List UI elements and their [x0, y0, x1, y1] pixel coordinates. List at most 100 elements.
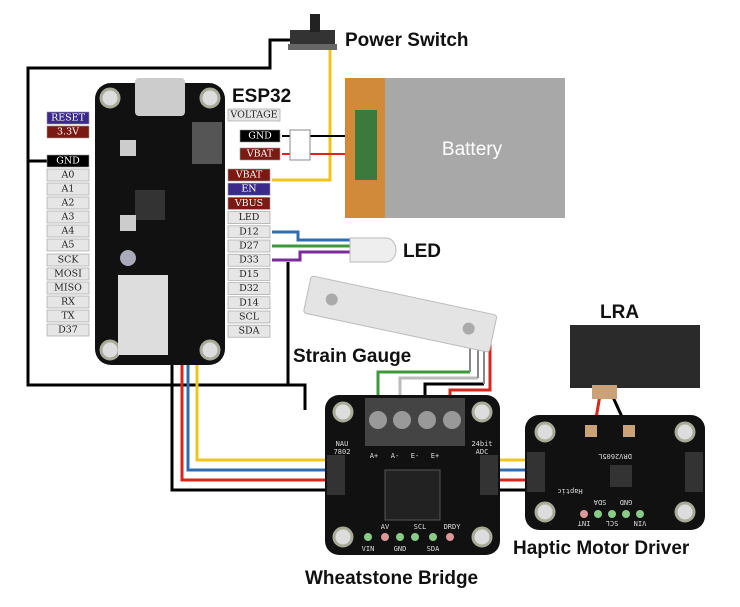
pin-label: D14 — [239, 297, 259, 308]
strain-gauge-label: Strain Gauge — [293, 346, 411, 367]
svg-text:A+: A+ — [370, 452, 378, 460]
svg-text:NAU: NAU — [336, 440, 349, 448]
pin-label: A5 — [61, 240, 75, 251]
pin-label: D15 — [239, 269, 259, 280]
pin-label: D32 — [239, 283, 259, 294]
svg-text:SDA: SDA — [593, 498, 606, 506]
pin-label: RX — [61, 297, 75, 308]
haptic-label: Haptic Motor Driver — [513, 538, 690, 559]
pin-label-box — [46, 196, 90, 210]
pin-label-box — [227, 182, 271, 196]
svg-text:DRV2605L: DRV2605L — [598, 452, 632, 460]
pin-label: A3 — [61, 212, 75, 223]
pin-label: A4 — [61, 226, 75, 237]
pin-label: LED — [239, 212, 260, 223]
pin-label: RESET — [51, 113, 86, 124]
svg-text:INT: INT — [577, 519, 590, 527]
svg-text:GND: GND — [620, 498, 633, 506]
pin-label-box — [46, 267, 90, 281]
svg-text:DRDY: DRDY — [444, 523, 462, 531]
pin-label: D27 — [239, 241, 259, 252]
pin-label-box — [46, 323, 90, 337]
wire-gauge-white — [398, 376, 478, 398]
pin-label-box — [46, 253, 90, 267]
wire-gauge-green — [376, 370, 470, 398]
pin-label: GND — [248, 131, 272, 142]
pin-label-box — [46, 281, 90, 295]
esp32-board — [95, 78, 225, 365]
svg-text:A-: A- — [391, 452, 399, 460]
pin-label: D33 — [239, 255, 259, 266]
pin-label: VOLTAGE — [229, 110, 277, 121]
pin-label-box — [46, 210, 90, 224]
esp32-label: ESP32 — [232, 86, 291, 107]
pin-label: SCK — [58, 255, 80, 266]
pin-label-box — [46, 238, 90, 252]
svg-text:VIN: VIN — [362, 545, 375, 553]
pin-label-box — [227, 197, 271, 210]
pin-label-box — [239, 129, 281, 143]
pin-label: A0 — [61, 170, 75, 181]
pin-label-box — [227, 253, 271, 267]
pin-label: A2 — [61, 198, 75, 209]
pin-label-box — [227, 239, 271, 253]
haptic-board — [525, 415, 705, 530]
lra-motor — [570, 325, 700, 399]
pin-label-box — [227, 324, 271, 338]
pin-label: SDA — [239, 326, 260, 337]
wire-gauge-black — [423, 382, 484, 398]
pin-label-box — [239, 147, 281, 161]
pin-label-box — [46, 295, 90, 309]
wheatstone-label: Wheatstone Bridge — [305, 568, 478, 589]
pin-label: VBUS — [234, 198, 263, 209]
pin-label: VBAT — [235, 170, 263, 181]
svg-text:SDA: SDA — [427, 545, 440, 553]
pin-label-box — [46, 309, 90, 323]
svg-text:E+: E+ — [431, 452, 439, 460]
pin-label-box — [46, 111, 90, 125]
pin-label-box — [46, 224, 90, 238]
wire-ground-loop — [26, 38, 307, 410]
pin-label-box — [227, 282, 271, 295]
pin-label-box — [227, 168, 271, 182]
pin-label: TX — [61, 311, 74, 322]
svg-text:VIN: VIN — [634, 519, 647, 527]
svg-text:E-: E- — [411, 452, 419, 460]
svg-text:7802: 7802 — [334, 448, 351, 456]
pin-label-box — [46, 182, 90, 196]
svg-text:SCL: SCL — [414, 523, 427, 531]
power-switch-label: Power Switch — [345, 30, 469, 51]
pin-label-box — [227, 296, 271, 310]
pin-label: MOSI — [54, 269, 82, 280]
wheatstone-board — [325, 395, 500, 555]
pin-label-box — [46, 125, 90, 139]
svg-text:GND: GND — [394, 545, 407, 553]
pin-label-box — [227, 108, 281, 122]
pin-label: D37 — [58, 325, 78, 336]
pin-label-box — [227, 225, 271, 239]
pin-label-box — [46, 168, 90, 182]
led-label: LED — [403, 241, 441, 262]
pin-label: MISO — [54, 283, 82, 294]
pin-label: EN — [241, 184, 256, 195]
svg-text:24bit: 24bit — [471, 440, 492, 448]
svg-text:Haptic: Haptic — [557, 487, 582, 495]
pin-label-box — [227, 211, 271, 224]
wire-d12-led — [272, 230, 350, 242]
strain-gauge — [303, 275, 498, 353]
wire-en-switch — [272, 40, 332, 182]
power-switch[interactable] — [288, 14, 337, 50]
svg-text:ADC: ADC — [476, 448, 489, 456]
pin-label: 3.3V — [57, 127, 79, 138]
wire-gauge-red — [448, 330, 492, 398]
pin-label-box — [227, 268, 271, 281]
pin-label: SCL — [239, 312, 260, 323]
wire-d33-led — [272, 250, 350, 262]
pin-label: A1 — [61, 184, 75, 195]
battery-label: Battery — [442, 139, 503, 160]
battery — [289, 78, 565, 218]
pin-label: D12 — [239, 226, 259, 237]
